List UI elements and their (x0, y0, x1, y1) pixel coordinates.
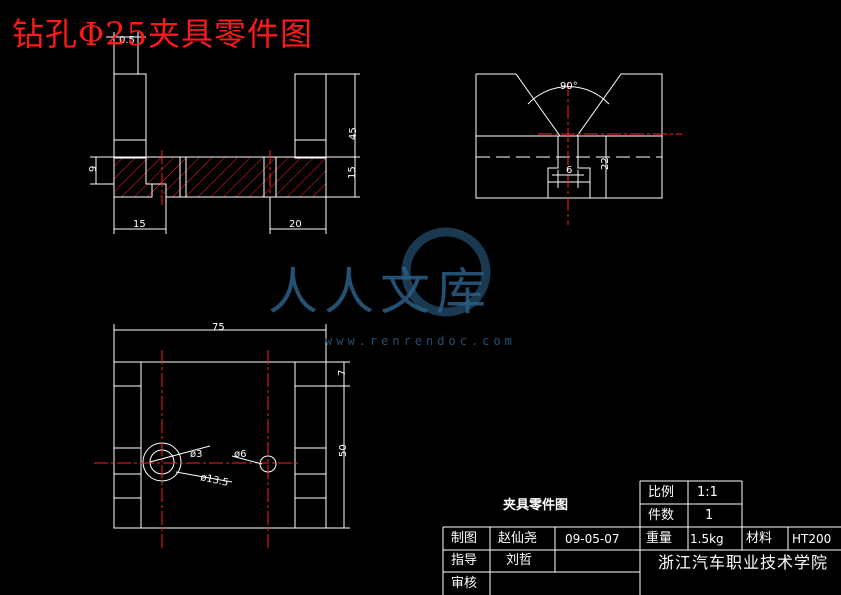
scale-value: 1:1 (697, 485, 718, 500)
watermark-url: www.renrendoc.com (325, 334, 516, 348)
side-view (475, 73, 682, 225)
front-dimension-text: 0.5 45 15 9 15 20 (88, 35, 359, 230)
side-dimension-text: 90° 6 22 (560, 81, 611, 176)
dim-6: 6 (566, 165, 572, 176)
guide-name: 刘哲 (506, 553, 533, 568)
dim-50: 50 (338, 444, 349, 457)
quantity-value: 1 (705, 508, 714, 523)
quantity-label: 件数 (648, 508, 675, 523)
top-view-outline (113, 361, 327, 529)
dim-dia-3: ø3 (190, 449, 202, 460)
dim-dia-6: ø6 (234, 449, 246, 460)
school-name: 浙江汽车职业技术学院 (657, 553, 828, 572)
side-center-lines (538, 82, 682, 225)
dim-15-vertical: 15 (347, 166, 358, 179)
part-name: 夹具零件图 (503, 498, 569, 513)
drawing-title: 钻孔Φ25夹具零件图 (12, 15, 313, 53)
material-label: 材料 (746, 531, 773, 546)
dim-dia-13-5: ø13.5 (199, 472, 229, 489)
drawn-by-label: 制图 (451, 531, 478, 546)
angle-arc (527, 86, 610, 105)
material-value: HT200 (792, 532, 832, 546)
dim-20: 20 (289, 219, 302, 230)
drawer-name: 赵仙尧 (498, 531, 538, 546)
top-view (94, 324, 350, 548)
dim-9: 9 (88, 166, 99, 172)
review-label: 审核 (451, 576, 478, 591)
v-block-outline (475, 73, 663, 199)
top-center-lines (94, 350, 300, 548)
front-center-lines (161, 150, 271, 205)
dim-90-degree: 90° (560, 81, 578, 92)
dim-0-5: 0.5 (119, 35, 135, 46)
scale-label: 比例 (648, 485, 675, 500)
v-block-slot (547, 136, 591, 183)
weight-label: 重量 (646, 531, 673, 546)
guide-label: 指导 (451, 553, 478, 568)
watermark-logo-ring (401, 227, 491, 317)
watermark-text: 人人文库 (268, 263, 492, 321)
dim-45: 45 (348, 127, 359, 140)
dim-75: 75 (212, 322, 225, 333)
dim-7: 7 (337, 370, 348, 376)
front-right-upright (294, 73, 327, 159)
front-left-upright (113, 73, 147, 159)
weight-value: 1.5kg (690, 532, 724, 546)
title-block-grid (442, 480, 841, 595)
front-view (90, 32, 360, 234)
drawing-date: 09-05-07 (565, 532, 620, 546)
dim-15-horizontal: 15 (133, 219, 146, 230)
dim-22: 22 (600, 157, 611, 170)
section-hatch (114, 157, 326, 197)
